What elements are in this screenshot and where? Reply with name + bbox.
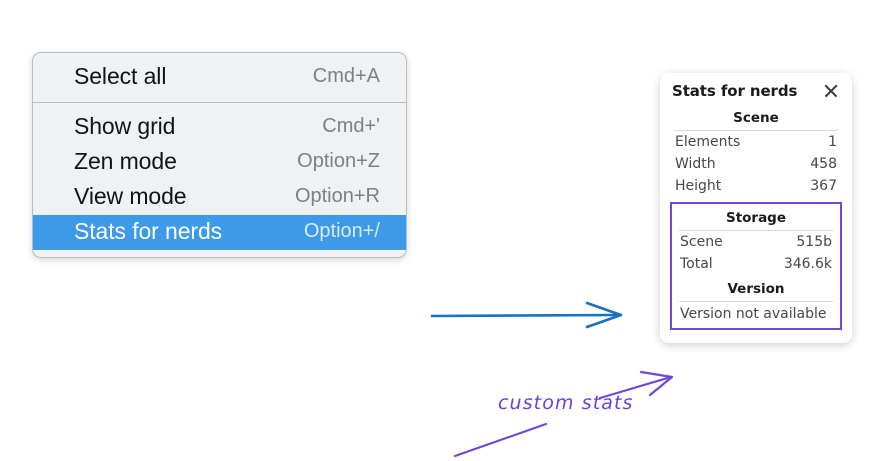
storage-section-heading: Storage (725, 210, 787, 226)
menu-item-label: Zen mode (74, 148, 177, 174)
stat-key: Elements (675, 134, 741, 150)
divider (679, 230, 833, 231)
menu-item-stats-for-nerds[interactable]: Stats for nerds Option+/ (33, 215, 406, 250)
menu-separator (33, 102, 406, 103)
close-icon[interactable] (822, 82, 840, 100)
menu-item-label: Show grid (74, 113, 176, 139)
menu-item-shortcut: Option+Z (297, 150, 380, 172)
stat-row-height: Height 367 (671, 175, 841, 197)
stat-key: Total (680, 256, 713, 272)
stat-value: 515b (796, 234, 832, 250)
menu-item-label: View mode (74, 183, 187, 209)
stat-value: 458 (810, 156, 837, 172)
version-section-heading: Version (727, 281, 785, 297)
menu-item-shortcut: Cmd+' (322, 115, 380, 137)
menu-item-select-all[interactable]: Select all Cmd+A (33, 60, 406, 95)
stats-panel-header: Stats for nerds (671, 82, 841, 104)
menu-item-zen-mode[interactable]: Zen mode Option+Z (33, 145, 406, 180)
custom-stats-highlight-box: Storage Scene 515b Total 346.6k Version … (670, 202, 842, 330)
context-menu-group-1: Select all Cmd+A (33, 53, 406, 102)
divider (674, 130, 838, 131)
stat-key: Scene (680, 234, 723, 250)
purple-underline-stroke (453, 422, 548, 458)
stat-value: 346.6k (783, 256, 832, 272)
context-menu-group-2: Show grid Cmd+' Zen mode Option+Z View m… (33, 103, 406, 257)
blue-arrow-to-panel (430, 301, 623, 329)
menu-item-shortcut: Option+R (294, 185, 380, 207)
scene-section-heading: Scene (733, 110, 779, 126)
stat-value: 367 (810, 178, 837, 194)
stat-row-elements: Elements 1 (671, 131, 841, 153)
stats-panel-title: Stats for nerds (672, 82, 798, 100)
custom-stats-annotation-label: custom stats (498, 392, 634, 414)
menu-item-label: Select all (74, 63, 167, 89)
menu-item-view-mode[interactable]: View mode Option+R (33, 180, 406, 215)
menu-item-shortcut: Cmd+A (312, 65, 380, 87)
divider (679, 301, 833, 302)
stats-for-nerds-panel: Stats for nerds Scene Elements 1 Width 4… (660, 73, 852, 343)
stat-key: Width (675, 156, 716, 172)
stat-row-storage-total: Total 346.6k (676, 253, 836, 275)
stat-key: Height (675, 178, 722, 194)
menu-item-shortcut: Option+/ (303, 220, 380, 242)
context-menu: Select all Cmd+A Show grid Cmd+' Zen mod… (32, 52, 407, 258)
stat-row-storage-scene: Scene 515b (676, 231, 836, 253)
stat-value: 1 (828, 134, 837, 150)
menu-item-label: Stats for nerds (74, 218, 223, 244)
stat-row-width: Width 458 (671, 153, 841, 175)
menu-item-show-grid[interactable]: Show grid Cmd+' (33, 110, 406, 145)
version-text: Version not available (680, 306, 827, 322)
